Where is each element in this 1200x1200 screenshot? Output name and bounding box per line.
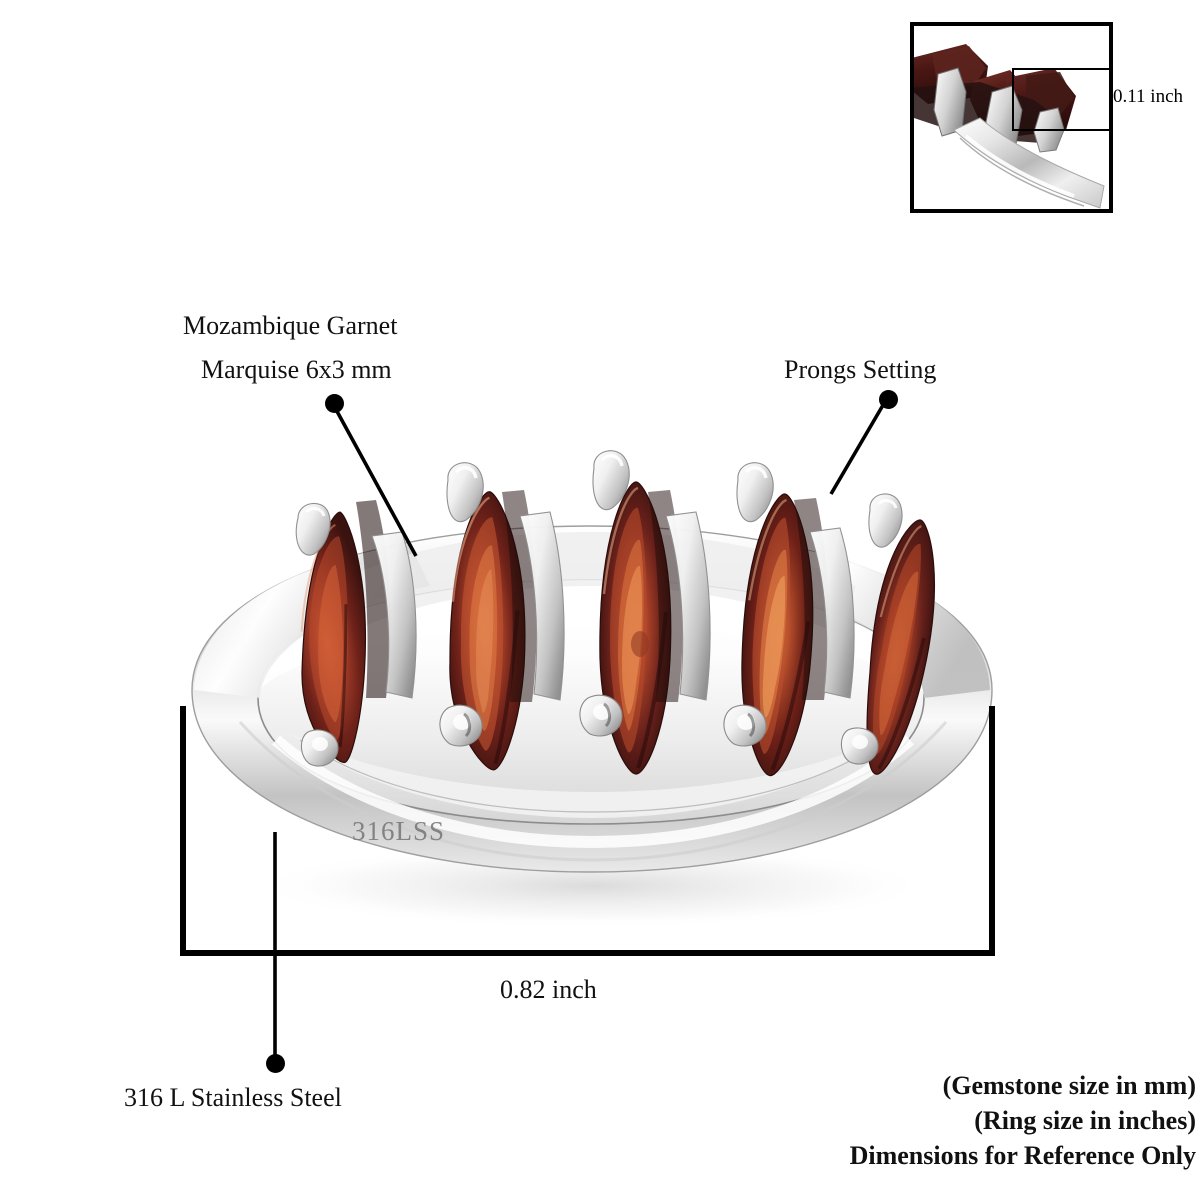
prong-top-1 — [295, 502, 331, 556]
prong-bottom-2 — [439, 704, 483, 747]
gemstone-label-line2: Marquise 6x3 mm — [201, 355, 392, 384]
ring-svg: 316LSS — [191, 450, 993, 928]
prongs-leader-dot — [879, 390, 898, 409]
band-engraving: 316LSS — [352, 816, 445, 846]
stainless-steel-label: 316 L Stainless Steel — [124, 1083, 342, 1112]
gemstone-1 — [300, 511, 366, 764]
disclaimer-line-3: Dimensions for Reference Only — [849, 1141, 1196, 1171]
prong-bottom-3 — [579, 694, 623, 737]
ring-illustration: 316LSS — [180, 440, 1010, 960]
inset-ring-side-illustration — [914, 44, 1105, 209]
width-dimension-label: 0.82 inch — [500, 975, 597, 1004]
prongs-setting-label: Prongs Setting — [784, 355, 937, 384]
garnet-leader-dot — [325, 394, 344, 413]
gemstone-3 — [599, 481, 672, 775]
gemstone-label-line1: Mozambique Garnet — [183, 311, 398, 340]
prong-bottom-5 — [840, 727, 879, 765]
prong-top-2 — [446, 462, 484, 523]
gemstone-2 — [449, 491, 526, 771]
prong-top-4 — [736, 462, 774, 523]
prong-top-5 — [868, 493, 903, 548]
gemstone-4 — [741, 493, 814, 777]
prong-top-3 — [592, 450, 630, 511]
inset-side-view — [910, 22, 1113, 213]
prong-rail-right — [809, 527, 855, 699]
prong-bottom-1 — [300, 729, 339, 767]
disclaimer-line-1: (Gemstone size in mm) — [942, 1071, 1196, 1100]
gemstone-5 — [866, 519, 935, 775]
steel-leader-dot — [266, 1054, 285, 1073]
height-dimension-label: 0.11 inch — [1113, 86, 1184, 107]
prong-rail-left — [371, 531, 417, 699]
disclaimer-line-2: (Ring size in inches) — [974, 1106, 1196, 1136]
prong-bottom-4 — [723, 704, 767, 747]
prong-rail-mid-left — [519, 511, 565, 701]
height-dimension-rectangle — [1012, 68, 1112, 131]
prong-rail-mid-right — [665, 511, 711, 701]
disclaimer-block: (Gemstone size in mm) (Ring size in inch… — [850, 1068, 1196, 1173]
